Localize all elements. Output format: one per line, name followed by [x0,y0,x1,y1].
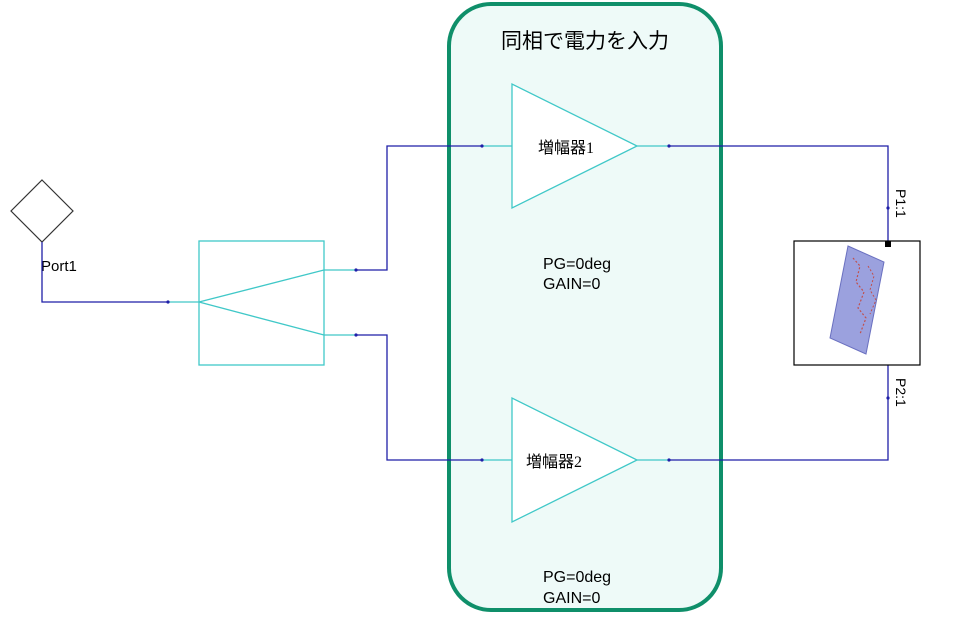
amplifier-1-param-gain: GAIN=0 [543,276,600,293]
junction-dots [166,144,890,462]
in-phase-region-label: 同相で電力を入力 [501,29,669,53]
amplifier-2[interactable]: 増幅器2 [482,396,669,524]
amplifier-1-label: 増幅器1 [538,139,594,157]
wire-splitter-to-amp1 [356,145,482,271]
wire-port-to-splitter [41,242,168,303]
diamond-port-icon [10,179,74,243]
amplifier-2-param-gain: GAIN=0 [543,590,600,607]
amplifier-triangle-icon [511,396,639,524]
amplifier-1-param-phase: PG=0deg [543,256,611,273]
power-divider-icon [198,240,325,366]
amplifier-triangle-icon [511,82,639,210]
antenna-load[interactable] [793,240,921,366]
port1-label: Port1 [41,258,77,275]
wire-splitter-to-amp2 [356,334,482,461]
port1[interactable]: Port1 [10,179,77,275]
pin-label-top: P1:1 [893,189,909,218]
antenna-element-icon [829,245,885,355]
amplifier-2-label: 増幅器2 [526,453,582,471]
in-phase-region [447,2,723,612]
amplifier-2-param-phase: PG=0deg [543,569,611,586]
amplifier-1[interactable]: 増幅器1 [482,82,669,210]
pin-label-bottom: P2:1 [893,378,909,407]
power-divider[interactable] [168,240,356,366]
